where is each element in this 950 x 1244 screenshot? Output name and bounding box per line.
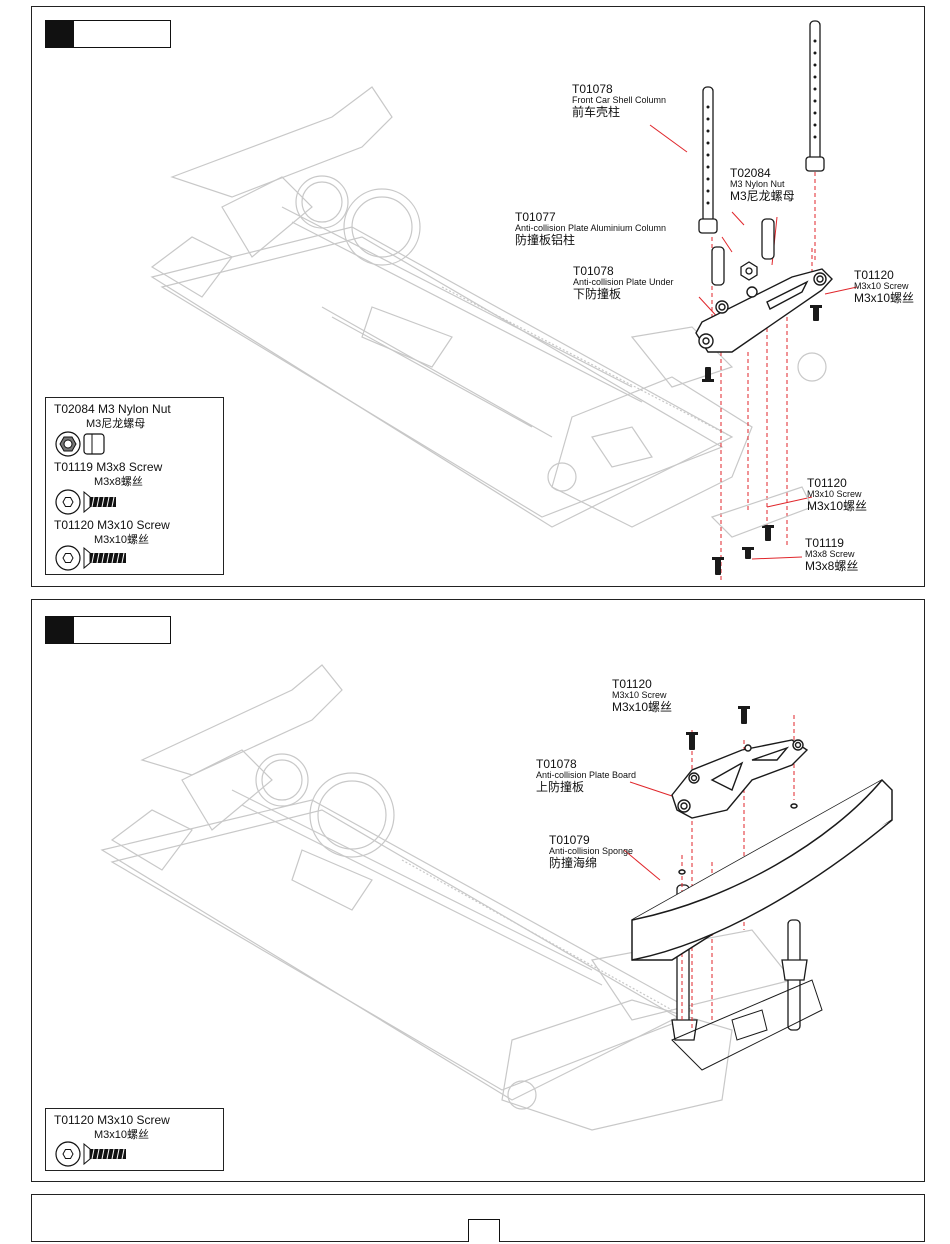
part-name-cn: M3x8螺丝 (805, 559, 859, 574)
part-code: T01078 (536, 757, 577, 771)
legend-item-title: T02084 M3 Nylon Nut (54, 402, 171, 416)
under-plate (695, 268, 833, 353)
callout-plate-board: T01078 Anti-collision Plate Board 上防撞板 (536, 757, 637, 795)
leader-callout-lines (623, 781, 673, 881)
chassis-outline (150, 86, 827, 528)
step-panel-2: T01120 M3x10 Screw M3x10螺丝 T01078 Anti-c… (31, 599, 925, 1182)
part-code: T01078 (572, 82, 613, 96)
part-code: T01120 (854, 268, 894, 282)
screws-panel2 (686, 706, 750, 750)
part-name-en: M3x8 Screw (805, 549, 855, 560)
parts-legend: T02084 M3 Nylon Nut M3尼龙螺母 T01119 M3x8 S… (45, 397, 224, 575)
callout-m3x8-screw: T01119 M3x8 Screw M3x8螺丝 (805, 536, 859, 574)
part-name-en: Anti-collision Sponge (549, 846, 634, 857)
front-shell-columns (698, 20, 825, 234)
assembly-illustration (100, 664, 893, 1131)
step-panel-1: T01078 Front Car Shell Column 前车壳柱 T0208… (31, 6, 925, 587)
part-code: T01078 (573, 264, 614, 278)
screw-icon (55, 489, 116, 515)
aluminium-columns (711, 218, 775, 286)
legend-item-sub: M3x10螺丝 (94, 534, 150, 546)
front-shell-columns (671, 884, 808, 1041)
screw-icon (55, 545, 126, 571)
part-name-en: M3x10 Screw (854, 281, 909, 292)
anti-collision-sponge (631, 779, 893, 961)
assembly-illustration (150, 20, 858, 582)
callout-aluminium-column: T01077 Anti-collision Plate Aluminium Co… (515, 210, 667, 248)
part-name-cn: M3尼龙螺母 (730, 189, 795, 204)
legend-item-sub: M3x8螺丝 (94, 476, 143, 488)
legend-item-sub: M3x10螺丝 (94, 1129, 150, 1141)
part-code: T01120 (612, 677, 652, 691)
part-name-cn: 防撞板铝柱 (515, 233, 576, 248)
part-code: T02084 (730, 166, 771, 180)
part-code: T01077 (515, 210, 556, 224)
part-name-en: M3 Nylon Nut (730, 179, 785, 190)
column-holes (706, 39, 817, 205)
part-name-cn: M3x10螺丝 (854, 291, 915, 306)
callout-plate-under: T01078 Anti-collision Plate Under 下防撞板 (573, 264, 674, 302)
part-name-cn: 下防撞板 (573, 287, 622, 302)
legend-item-title: T01120 M3x10 Screw (54, 518, 170, 532)
page-number-tab (468, 1219, 500, 1242)
legend-item-title: T01119 M3x8 Screw (54, 460, 163, 474)
lower-plate (710, 486, 813, 538)
part-name-cn: M3x10螺丝 (807, 499, 868, 514)
part-name-en: M3x10 Screw (807, 489, 862, 500)
part-name-cn: 防撞海绵 (549, 856, 598, 871)
callout-m3x10-screw-top: T01120 M3x10 Screw M3x10螺丝 (854, 268, 915, 306)
legend-item-sub: M3尼龙螺母 (86, 418, 146, 430)
step-number-badge (45, 20, 171, 48)
lower-plate (671, 979, 823, 1071)
nylon-nut-icon (55, 431, 105, 457)
callout-front-shell-column: T01078 Front Car Shell Column 前车壳柱 (572, 82, 667, 120)
part-code: T01120 (807, 476, 847, 490)
part-name-en: M3x10 Screw (612, 690, 667, 701)
callout-nylon-nut: T02084 M3 Nylon Nut M3尼龙螺母 (730, 166, 795, 204)
upper-plate (671, 739, 809, 819)
part-name-en: Anti-collision Plate Under (573, 277, 674, 288)
part-name-cn: M3x10螺丝 (612, 700, 673, 715)
part-code: T01079 (549, 833, 590, 847)
nylon-nuts (740, 261, 758, 281)
callout-m3x10-screw-bottom: T01120 M3x10 Screw M3x10螺丝 (807, 476, 868, 514)
screws-panel1 (702, 305, 822, 575)
step-number-badge (45, 616, 171, 644)
part-name-cn: 前车壳柱 (572, 105, 621, 120)
part-code: T01119 (805, 536, 844, 550)
callout-m3x10-screw: T01120 M3x10 Screw M3x10螺丝 (612, 677, 673, 715)
parts-legend: T01120 M3x10 Screw M3x10螺丝 (45, 1108, 224, 1171)
part-name-cn: 上防撞板 (536, 780, 585, 795)
part-name-en: Front Car Shell Column (572, 95, 667, 106)
legend-item-title: T01120 M3x10 Screw (54, 1113, 170, 1127)
screw-icon (55, 1141, 126, 1167)
page-footer (31, 1194, 925, 1242)
part-name-en: Anti-collision Plate Board (536, 770, 637, 781)
part-name-en: Anti-collision Plate Aluminium Column (515, 223, 667, 234)
callout-sponge: T01079 Anti-collision Sponge 防撞海绵 (549, 833, 634, 871)
